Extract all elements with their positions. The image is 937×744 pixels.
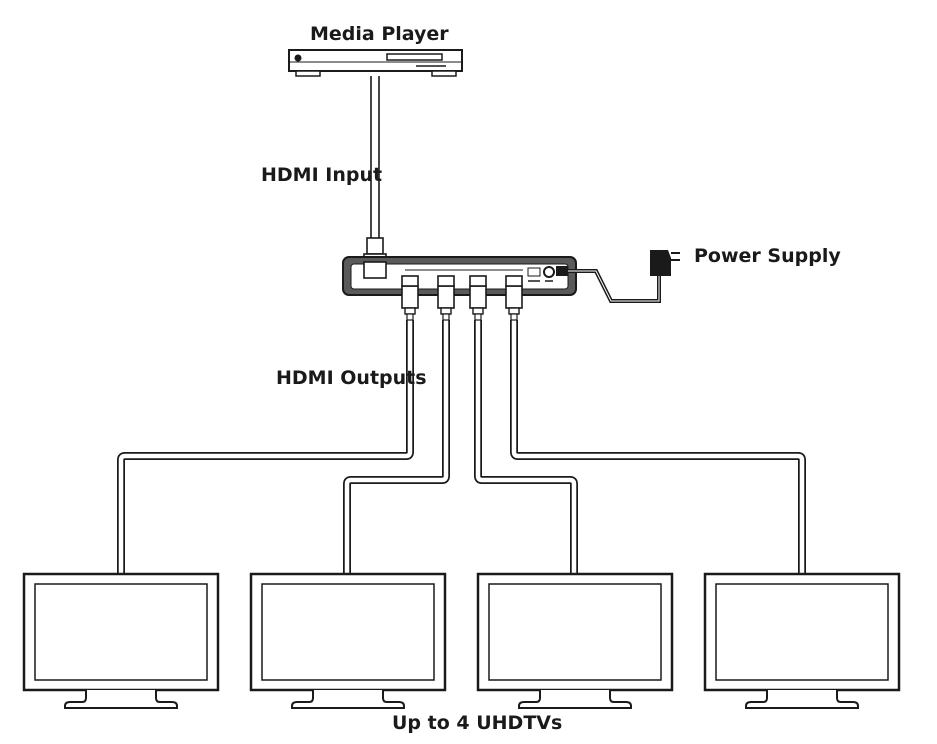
hdmi-input-label: HDMI Input: [261, 164, 383, 186]
hdmi-splitter: [342, 256, 577, 296]
tvs-label: Up to 4 UHDTVs: [392, 712, 563, 734]
hdmi-outputs-label: HDMI Outputs: [276, 367, 427, 389]
tv-2-icon: [249, 572, 447, 710]
media-player-icon: [288, 49, 463, 77]
media-player-label: Media Player: [310, 23, 449, 45]
power-adapter-icon: [556, 250, 680, 303]
hdmi-output-cables: [117, 275, 806, 574]
tv-4-icon: [703, 572, 901, 710]
tv-3-icon: [476, 572, 674, 710]
power-supply-label: Power Supply: [694, 245, 841, 267]
tv-1-icon: [22, 572, 220, 710]
